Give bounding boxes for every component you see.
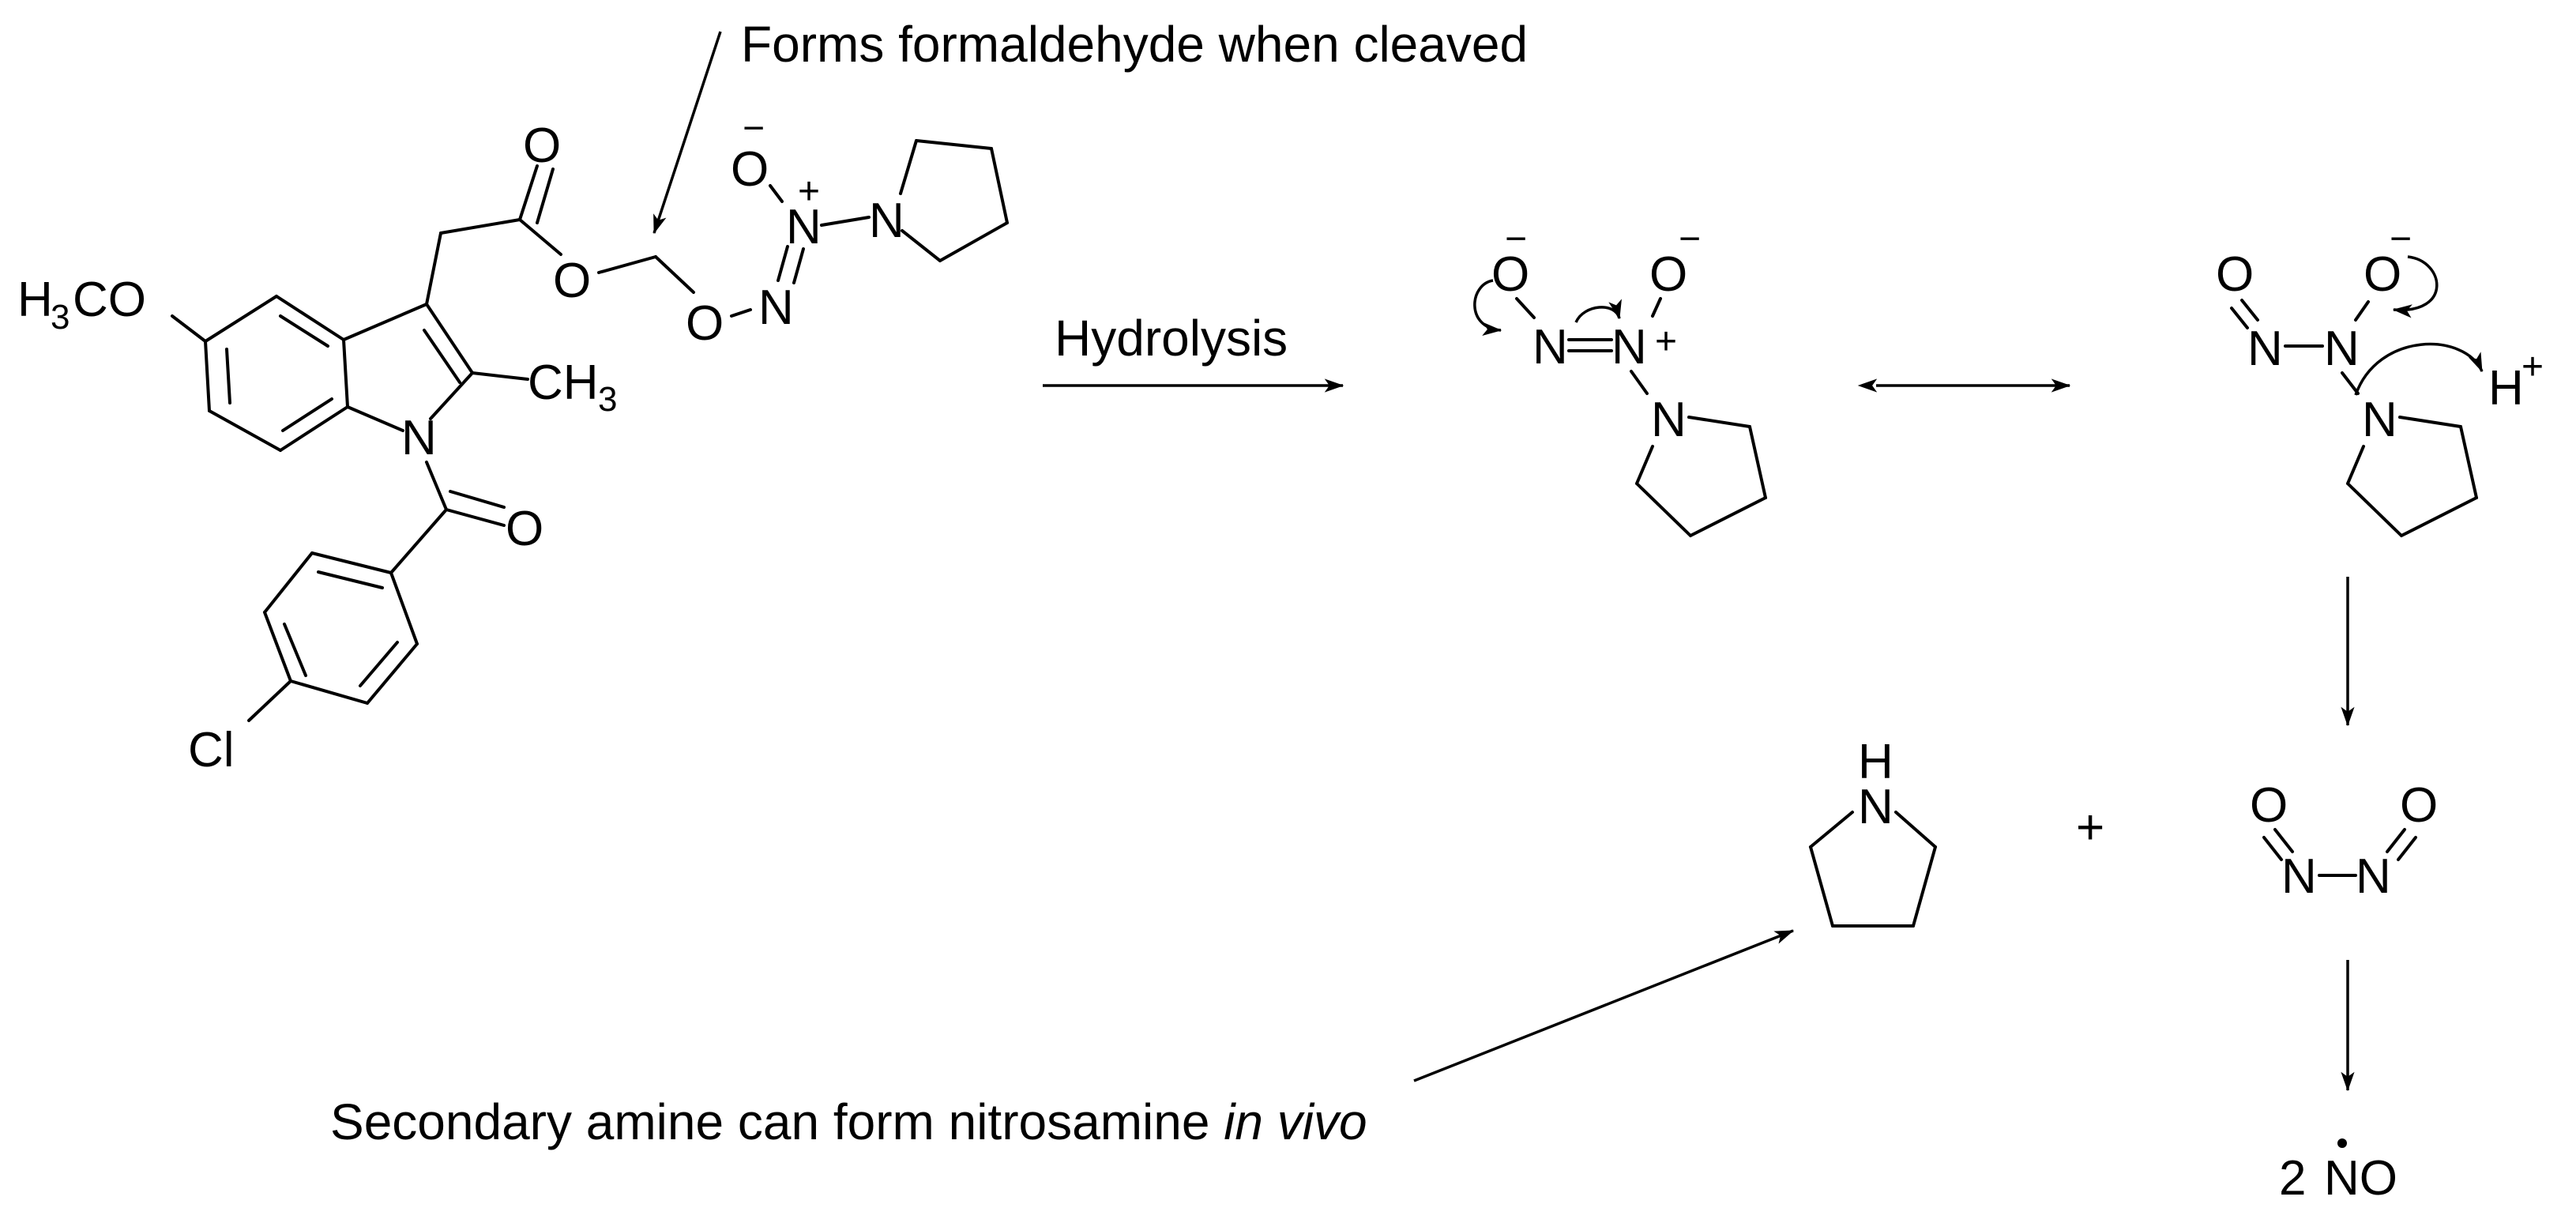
methyl-ch: CH xyxy=(528,356,599,410)
pyrrole-ring xyxy=(342,303,474,432)
no-count: 2 xyxy=(2279,1151,2306,1206)
dinitrogen-dioxide: O N N O xyxy=(2250,778,2438,904)
proton-plus: + xyxy=(2521,346,2544,388)
methyl-sub3: 3 xyxy=(598,380,617,419)
anion-o-right-minus: − xyxy=(1679,218,1701,260)
amine-label: Secondary amine can form nitrosamine in … xyxy=(330,1093,1367,1150)
ether-o: O xyxy=(686,296,724,351)
radical-dot xyxy=(2337,1138,2347,1148)
res-o-left: O xyxy=(2216,247,2254,302)
ester-o: O xyxy=(553,254,591,308)
amine-label-text: Secondary amine can form nitrosamine xyxy=(330,1093,1224,1150)
anion-n2-plus: + xyxy=(1655,321,1677,363)
no-label: NO xyxy=(2324,1151,2397,1206)
nonoate-anion: O − O − N N + N xyxy=(1473,218,1767,537)
resonance-form: O N N O − N H + xyxy=(2216,218,2544,537)
methoxy-co: CO xyxy=(73,273,146,327)
res-o-right-minus: − xyxy=(2390,218,2412,260)
nitric-oxide: 2 NO xyxy=(2279,1138,2397,1206)
pyrrolidine-product: H N xyxy=(1809,735,1937,928)
indole-n: N xyxy=(401,411,437,465)
n2o2-o-right: O xyxy=(2400,778,2438,833)
amine-arrow xyxy=(1413,929,1795,1082)
diazen-n1: N xyxy=(758,280,794,335)
chloro-cl: Cl xyxy=(188,723,235,777)
anion-o-right: O xyxy=(1649,247,1687,302)
anion-o-left-minus: − xyxy=(1505,218,1527,260)
res-o-right: O xyxy=(2364,247,2401,302)
nonoate-o-minus: − xyxy=(743,107,765,149)
indomethacin-prodrug: H 3 CO CH 3 N O Cl O xyxy=(17,107,1009,777)
anion-n2: N xyxy=(1611,320,1647,374)
acyl-o: O xyxy=(506,502,543,556)
pyrrolidine-ring-2 xyxy=(1635,416,1767,537)
anion-n1: N xyxy=(1532,320,1568,374)
res-n1: N xyxy=(2247,322,2283,376)
methoxy-h: H xyxy=(17,273,53,327)
pyrrolidine-ring-3 xyxy=(2346,416,2478,537)
chlorophenyl-ring xyxy=(263,551,419,705)
benzene-ring xyxy=(204,295,349,452)
anion-o-left: O xyxy=(1491,247,1529,302)
pyrrolidine-n-1: N xyxy=(869,194,904,248)
res-n2: N xyxy=(2324,322,2360,376)
nonoate-o: O xyxy=(731,142,769,197)
diazen-n2: N xyxy=(786,200,822,254)
hydrolysis-label: Hydrolysis xyxy=(1055,310,1288,367)
methoxy-sub3: 3 xyxy=(51,298,70,337)
pyrrolidine-n-4: N xyxy=(1858,780,1893,834)
n2o2-n2: N xyxy=(2356,849,2391,904)
pyrrolidine-n-2: N xyxy=(1651,393,1687,447)
formaldehyde-arrow xyxy=(652,31,722,235)
proton-h: H xyxy=(2488,361,2524,416)
n2o2-o-left: O xyxy=(2250,778,2288,833)
formaldehyde-label: Forms formaldehyde when cleaved xyxy=(741,16,1528,73)
ester-carbonyl-o: O xyxy=(523,119,561,173)
pyrrolidine-ring-1 xyxy=(899,139,1009,262)
diazen-n2-plus: + xyxy=(798,171,820,213)
pyrrolidine-ring-4 xyxy=(1809,811,1937,928)
pyrrolidine-n-3: N xyxy=(2362,393,2397,447)
pyrrolidine-h: H xyxy=(1858,735,1893,789)
amine-label-italic: in vivo xyxy=(1224,1093,1367,1150)
product-plus: + xyxy=(2076,800,2104,855)
n2o2-n1: N xyxy=(2281,849,2317,904)
